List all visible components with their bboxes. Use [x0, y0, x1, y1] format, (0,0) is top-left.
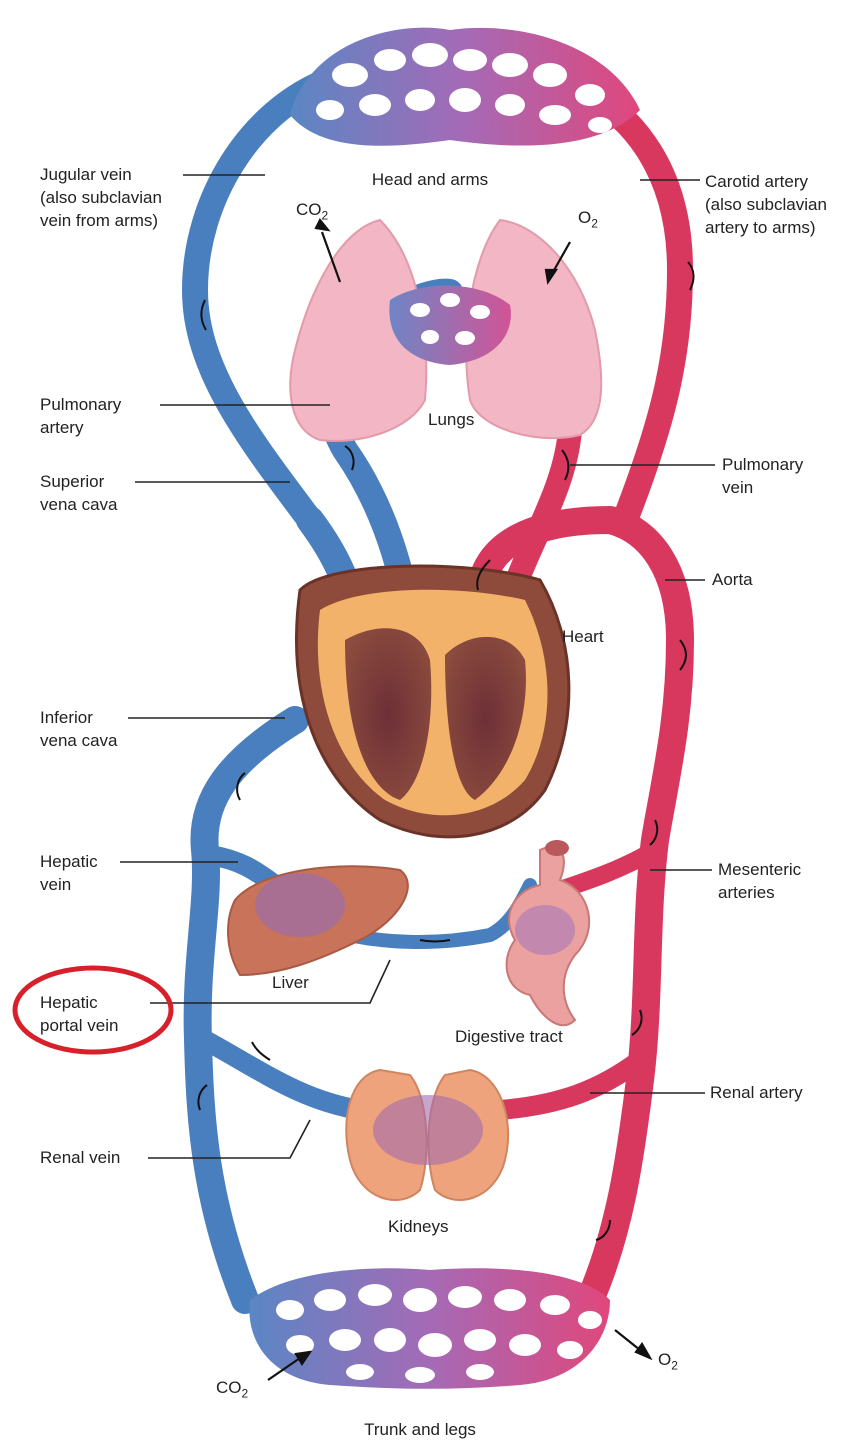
kidneys-illustration: [346, 1070, 508, 1200]
label-inferior-vena-cava: Inferior vena cava: [40, 706, 118, 752]
renal-artery: [500, 1060, 640, 1110]
renal-vein: [205, 1040, 360, 1110]
label-superior-vena-cava: Superior vena cava: [40, 470, 118, 516]
heart-illustration: [297, 566, 569, 837]
label-pulmonary-artery: Pulmonary artery: [40, 393, 121, 439]
label-renal-artery: Renal artery: [710, 1081, 803, 1104]
label-renal-vein: Renal vein: [40, 1146, 120, 1169]
label-trunk-and-legs: Trunk and legs: [320, 1418, 520, 1441]
label-carotid-artery: Carotid artery (also subclavian artery t…: [705, 170, 827, 239]
label-hepatic-vein: Hepatic vein: [40, 850, 98, 896]
label-heart: Heart: [562, 625, 604, 648]
label-o2-bottom: O2: [658, 1350, 678, 1372]
label-mesenteric-arteries: Mesenteric arteries: [718, 858, 801, 904]
label-lungs: Lungs: [428, 408, 474, 431]
label-liver: Liver: [272, 971, 309, 994]
label-o2-top: O2: [578, 208, 598, 230]
inferior-vena-cava: [198, 720, 295, 1300]
head-capillary-bed: [290, 28, 640, 146]
digestive-tract-illustration: [507, 840, 590, 1025]
label-kidneys: Kidneys: [388, 1215, 448, 1238]
label-digestive-tract: Digestive tract: [455, 1025, 563, 1048]
jugular-vein: [195, 80, 330, 520]
label-head-and-arms: Head and arms: [340, 168, 520, 191]
label-pulmonary-vein: Pulmonary vein: [722, 453, 803, 499]
label-co2-bottom: CO2: [216, 1378, 248, 1400]
label-aorta: Aorta: [712, 568, 753, 591]
label-jugular-vein: Jugular vein (also subclavian vein from …: [40, 163, 162, 232]
label-hepatic-portal-vein: Hepatic portal vein: [40, 991, 118, 1037]
label-co2-top: CO2: [296, 200, 328, 222]
trunk-capillary-bed: [249, 1268, 610, 1388]
